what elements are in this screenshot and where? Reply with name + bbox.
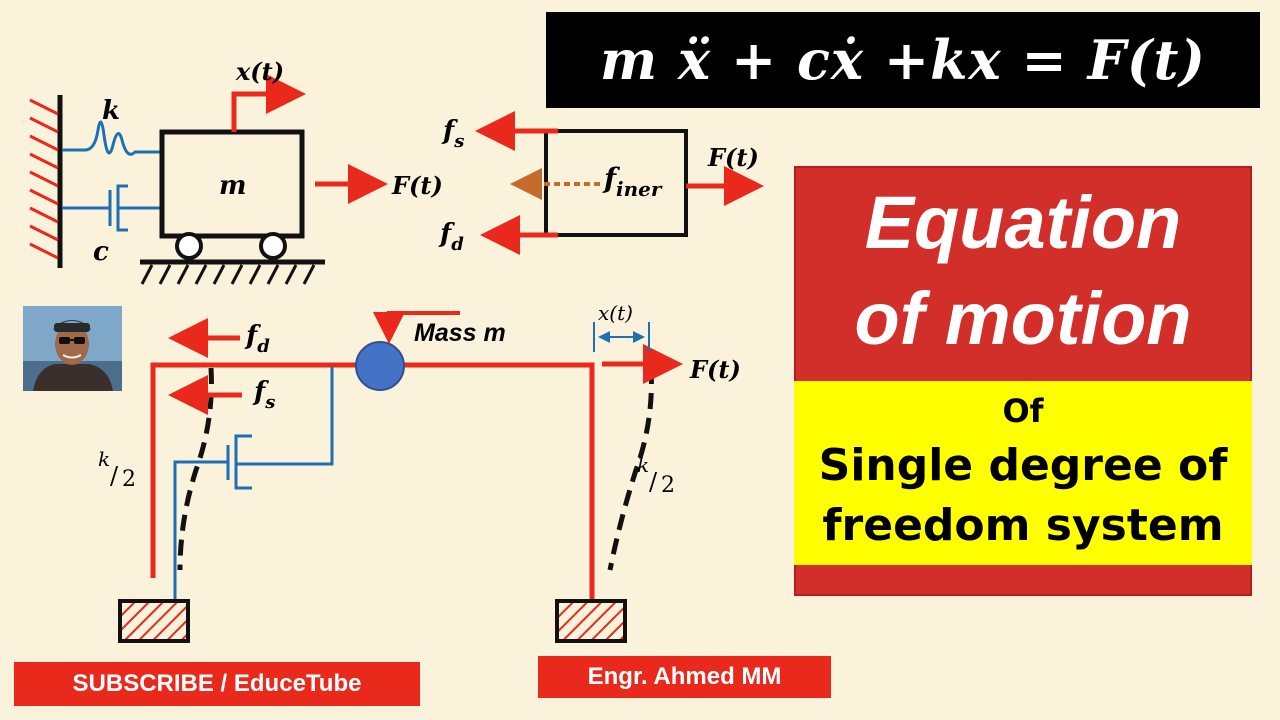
author-badge: Engr. Ahmed MM (538, 656, 831, 698)
svg-text:k: k (637, 453, 649, 477)
subscribe-label: SUBSCRIBE / EduceTube (72, 670, 362, 697)
label-k-half-right: k / 2 (637, 453, 675, 498)
subtitle-of: Of (1002, 392, 1044, 430)
sdof-diagram: k c m x(t) F(t) fs fd finer F(t) (29, 57, 764, 643)
svg-text:2: 2 (661, 473, 675, 498)
x-dimension (593, 322, 650, 352)
label-finer: finer (602, 162, 663, 201)
displacement-arrow (231, 74, 306, 132)
label-mass-m: Mass m (414, 319, 506, 347)
label-k: k (102, 96, 120, 126)
subtitle-line-1: Single degree of (818, 440, 1228, 491)
label-F-top: F(t) (391, 171, 443, 200)
label-fs-frame: fs (252, 377, 275, 413)
label-F-fbd: F(t) (707, 143, 759, 172)
svg-text:k: k (98, 447, 110, 471)
svg-text:/: / (649, 468, 658, 496)
label-m: m (219, 171, 247, 201)
label-F-frame: F(t) (689, 355, 741, 384)
wheel-left (175, 232, 203, 260)
ground-hatching (140, 264, 316, 285)
mass-pointer-arrow (373, 311, 460, 344)
label-fd-frame: fd (244, 321, 270, 357)
label-x-frame: x(t) (598, 301, 633, 325)
subscribe-button[interactable]: SUBSCRIBE / EduceTube (14, 662, 420, 706)
wall-hatching (29, 98, 59, 260)
title-line-2: of motion (854, 277, 1192, 360)
label-fs-top: fs (441, 116, 464, 152)
damper-c (62, 184, 162, 232)
mass-circle (355, 341, 405, 391)
subtitle-line-2: freedom system (822, 500, 1224, 551)
equation-banner: m ẍ + cẋ +kx = F(t) (546, 12, 1260, 108)
svg-text:/: / (110, 462, 119, 490)
damper-rod (173, 460, 228, 602)
label-fd-top: fd (438, 219, 464, 255)
left-support (118, 599, 190, 643)
label-k-half-left: k / 2 (98, 447, 136, 492)
deflected-right-column (607, 367, 654, 571)
portal-frame (118, 311, 683, 643)
equation-text: m ẍ + cẋ +kx = F(t) (600, 28, 1206, 92)
right-support (555, 599, 627, 643)
frame-red (150, 362, 595, 602)
title-line-1: Equation (864, 181, 1182, 264)
author-label: Engr. Ahmed MM (587, 663, 782, 690)
spring-k (62, 120, 162, 156)
wheel-right (259, 232, 287, 260)
subtitle-box (794, 381, 1252, 565)
free-body-diagram (475, 111, 764, 255)
deflected-left-column (177, 367, 214, 571)
label-x-top: x(t) (235, 57, 284, 86)
spring-mass-damper (29, 74, 388, 285)
frame-damper (226, 367, 334, 490)
author-avatar (23, 306, 122, 391)
label-c: c (93, 237, 109, 267)
svg-text:2: 2 (122, 467, 136, 492)
